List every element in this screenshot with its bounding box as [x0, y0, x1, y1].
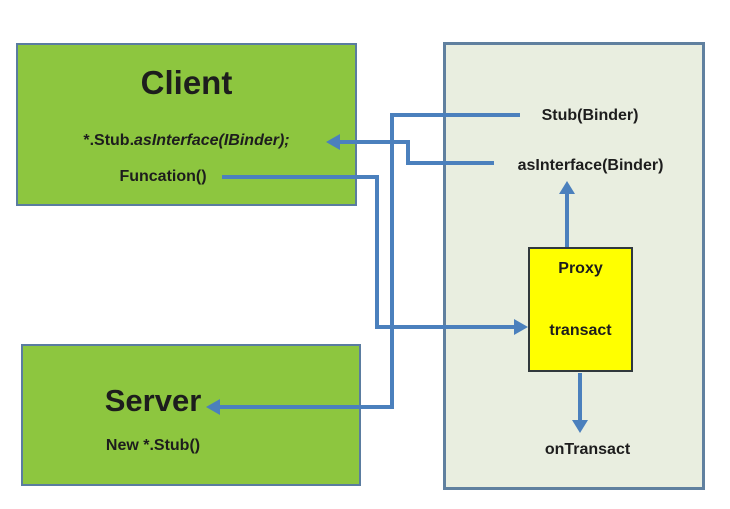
client-code-normal: *.Stub. [83, 132, 135, 149]
connector-funcation-vertical [375, 175, 379, 329]
arrowhead-into-transact-icon [514, 319, 528, 335]
transact-label: transact [549, 322, 612, 339]
connector-proxy-up-shaft [565, 193, 569, 247]
client-title: Client [140, 64, 233, 101]
client-method-label: Funcation() [119, 168, 207, 185]
connector-into-client-horizontal [340, 140, 410, 144]
connector-asinterface-vertical [406, 140, 410, 165]
client-box: Client *.Stub.asInterface(IBinder); Func… [16, 43, 357, 206]
connector-stub-vertical [390, 113, 394, 409]
connector-funcation-horizontal [222, 175, 377, 179]
arrowhead-into-server-icon [206, 399, 220, 415]
ontransact-label: onTransact [544, 441, 631, 458]
connector-into-server-horizontal [220, 405, 394, 409]
server-title: Server [104, 383, 202, 418]
arrowhead-up-to-asinterface-icon [559, 181, 575, 194]
stub-binder-label: Stub(Binder) [541, 107, 639, 124]
proxy-box: Proxy transact [528, 247, 633, 372]
client-code-line: *.Stub.asInterface(IBinder); [18, 131, 355, 150]
connector-asinterface-horizontal [406, 161, 494, 165]
connector-transact-down-shaft [578, 373, 582, 420]
arrowhead-into-client-icon [326, 134, 340, 150]
connector-into-transact-horizontal [375, 325, 514, 329]
server-code-label: New *.Stub() [105, 437, 201, 454]
arrowhead-down-to-ontransact-icon [572, 420, 588, 433]
proxy-title: Proxy [558, 260, 603, 277]
server-box: Server New *.Stub() [21, 344, 361, 486]
connector-stub-horizontal [390, 113, 520, 117]
asinterface-binder-label: asInterface(Binder) [517, 157, 664, 174]
client-code-italic: asInterface(IBinder); [134, 132, 290, 149]
